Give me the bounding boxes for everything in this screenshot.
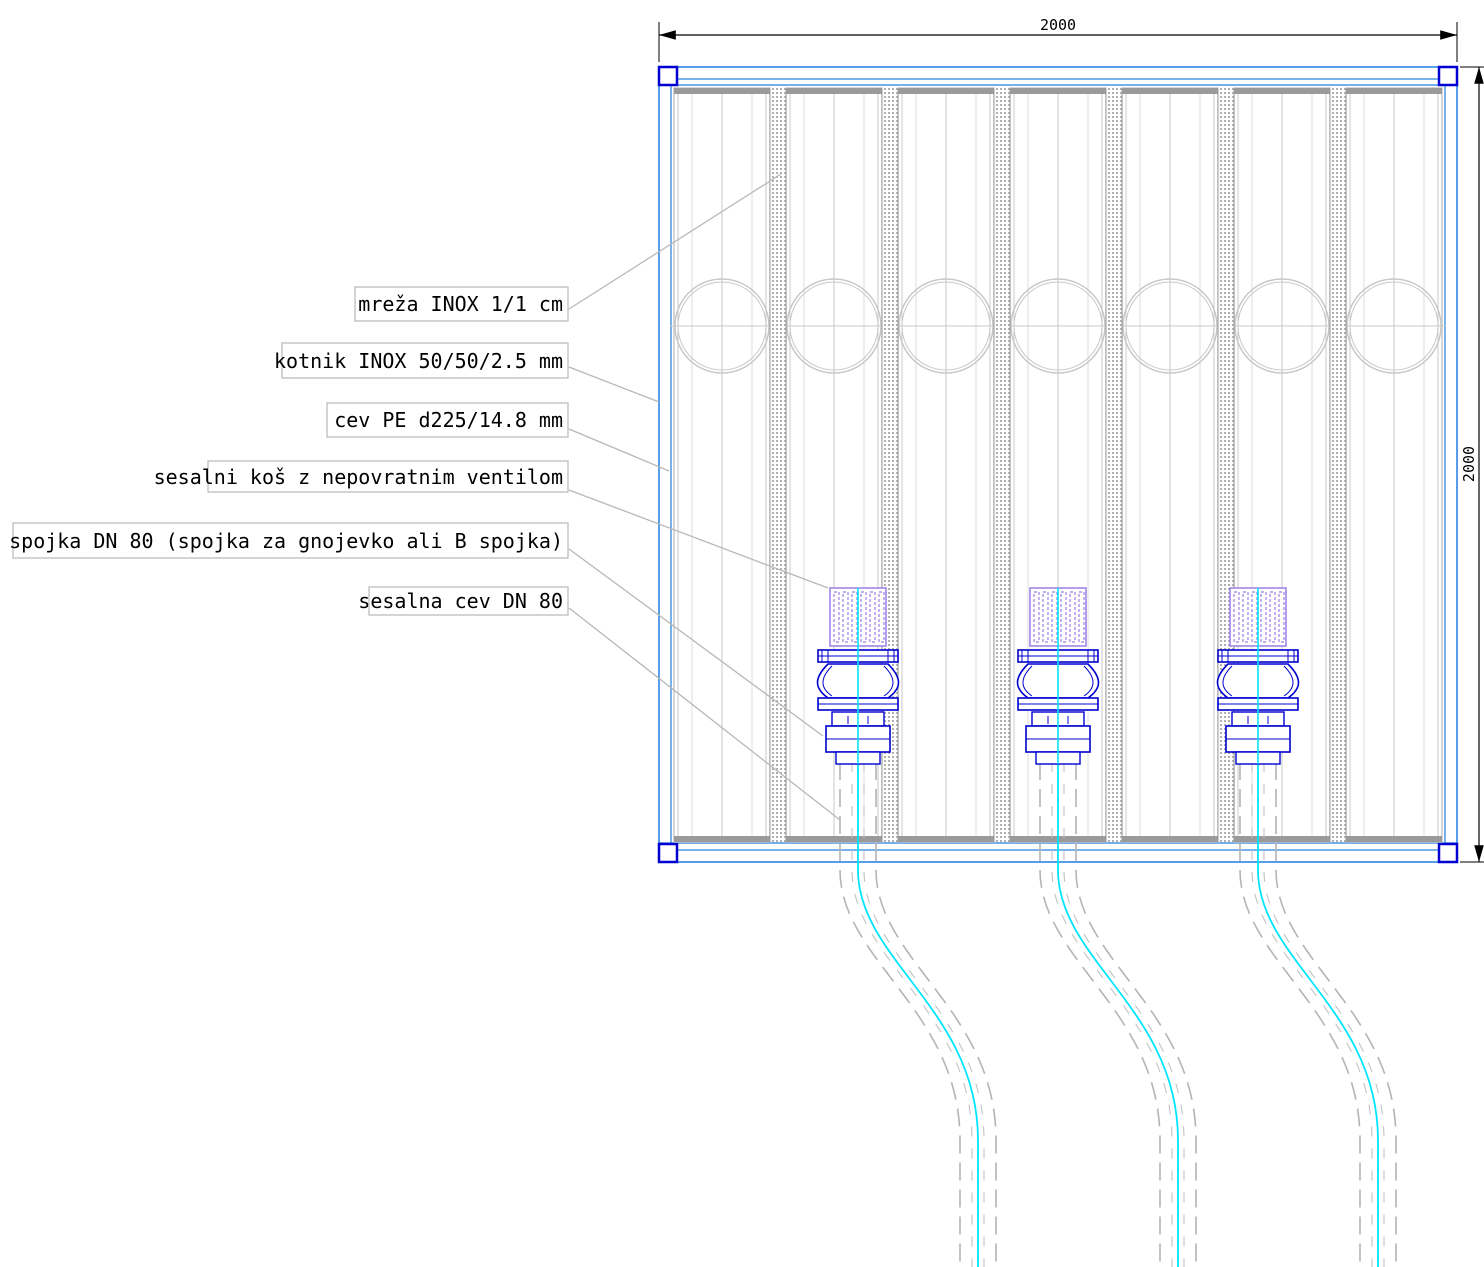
callout-leaders [568, 173, 841, 821]
strainer-assembly [816, 587, 900, 765]
dimension-width: 2000 [658, 16, 1458, 62]
dimension-height-label: 2000 [1460, 446, 1478, 482]
pe-pipe [670, 87, 774, 843]
suction-hoses [839, 762, 1397, 1267]
callout-mesh: mreža INOX 1/1 cm [354, 286, 569, 322]
frame-corner [657, 842, 679, 864]
pe-pipe [1006, 87, 1110, 843]
callout-strainer: sesalni koš z nepovratnim ventilom [154, 460, 569, 493]
hose-centerline [857, 762, 979, 1267]
callout-label: hitra spojka DN 80 (spojka za gnojevko a… [0, 529, 563, 553]
callout-label: sesalni koš z nepovratnim ventilom [154, 465, 563, 489]
callout-label: cev PE d225/14.8 mm [334, 408, 563, 432]
hose-centerline [1257, 762, 1379, 1267]
inox-mesh [769, 88, 1347, 842]
suction-hose [1039, 762, 1197, 1267]
pe-pipes [670, 87, 1446, 843]
callout-label: mreža INOX 1/1 cm [358, 292, 563, 316]
dimension-width-label: 2000 [1040, 16, 1076, 34]
callout-label: sesalna cev DN 80 [358, 589, 563, 613]
hose-centerline [1057, 762, 1179, 1267]
mesh-strip [769, 88, 787, 842]
callout-hose: sesalna cev DN 80 [358, 586, 569, 616]
mesh-strip [993, 88, 1011, 842]
callout-coupling: hitra spojka DN 80 (spojka za gnojevko a… [0, 522, 569, 559]
mesh-strip [1329, 88, 1347, 842]
callout-label: kotnik INOX 50/50/2.5 mm [274, 349, 563, 373]
suction-hose [839, 762, 997, 1267]
pe-pipe [1230, 87, 1334, 843]
strainer-assembly [1016, 587, 1100, 765]
pe-pipe [1118, 87, 1222, 843]
dimension-height: 2000 [1460, 66, 1484, 863]
frame-corner [1437, 65, 1459, 87]
callout-pipe: cev PE d225/14.8 mm [326, 402, 569, 438]
mesh-strip [1105, 88, 1123, 842]
frame-corner [1437, 842, 1459, 864]
suction-strainer-assemblies [816, 587, 1300, 765]
pe-pipe [1342, 87, 1446, 843]
callout-angle: kotnik INOX 50/50/2.5 mm [274, 342, 569, 379]
pe-pipe [894, 87, 998, 843]
frame-corner [657, 65, 679, 87]
suction-hose [1239, 762, 1397, 1267]
strainer-assembly [1216, 587, 1300, 765]
